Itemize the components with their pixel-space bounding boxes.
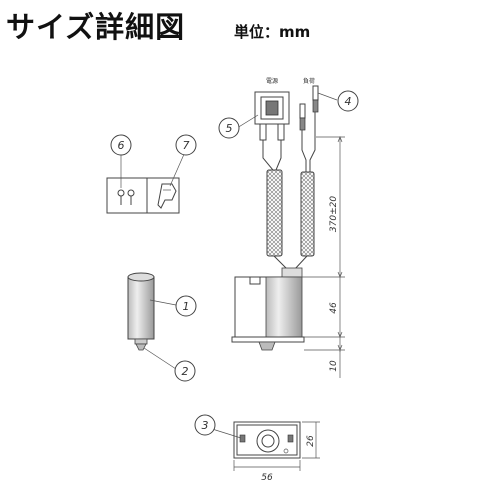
callout-4: 4 xyxy=(337,90,359,112)
callout-6: 6 xyxy=(110,134,132,156)
vertical-dimensions xyxy=(301,136,345,378)
cable-length-dimension: 370±20 xyxy=(329,196,339,232)
svg-text:1: 1 xyxy=(183,300,190,313)
bracket-icon xyxy=(157,183,177,209)
plate-dimensions xyxy=(233,421,320,471)
power-connector xyxy=(254,91,290,180)
callout-5: 5 xyxy=(218,117,240,139)
svg-text:4: 4 xyxy=(345,95,352,108)
svg-text:7: 7 xyxy=(183,139,190,152)
unit-label: 単位：mm xyxy=(234,23,311,41)
callout-7: 7 xyxy=(175,134,197,156)
braided-sleeve xyxy=(266,169,283,257)
svg-text:6: 6 xyxy=(118,139,125,152)
leader-lines xyxy=(120,92,338,439)
main-body xyxy=(231,267,305,351)
accessory-box xyxy=(106,177,180,214)
power-wire-label: 電源 xyxy=(266,77,278,85)
bottom-plate xyxy=(233,421,301,459)
load-wire-label: 負荷 xyxy=(303,77,315,85)
load-wire-terminals xyxy=(299,85,319,172)
callout-1: 1 xyxy=(175,295,197,317)
svg-text:5: 5 xyxy=(226,122,233,135)
page-title: サイズ詳細図 xyxy=(6,10,186,44)
svg-text:3: 3 xyxy=(202,419,209,432)
flange-height-dimension: 10 xyxy=(329,360,339,372)
screw-icon xyxy=(117,189,135,205)
callout-2: 2 xyxy=(174,360,196,382)
callout-3: 3 xyxy=(194,414,216,436)
plate-height-dimension: 26 xyxy=(306,435,316,447)
svg-text:2: 2 xyxy=(182,365,189,378)
braided-sleeve xyxy=(300,171,315,257)
cylinder-part xyxy=(127,272,155,351)
plate-width-dimension: 56 xyxy=(261,473,273,483)
body-height-dimension: 46 xyxy=(329,302,339,314)
